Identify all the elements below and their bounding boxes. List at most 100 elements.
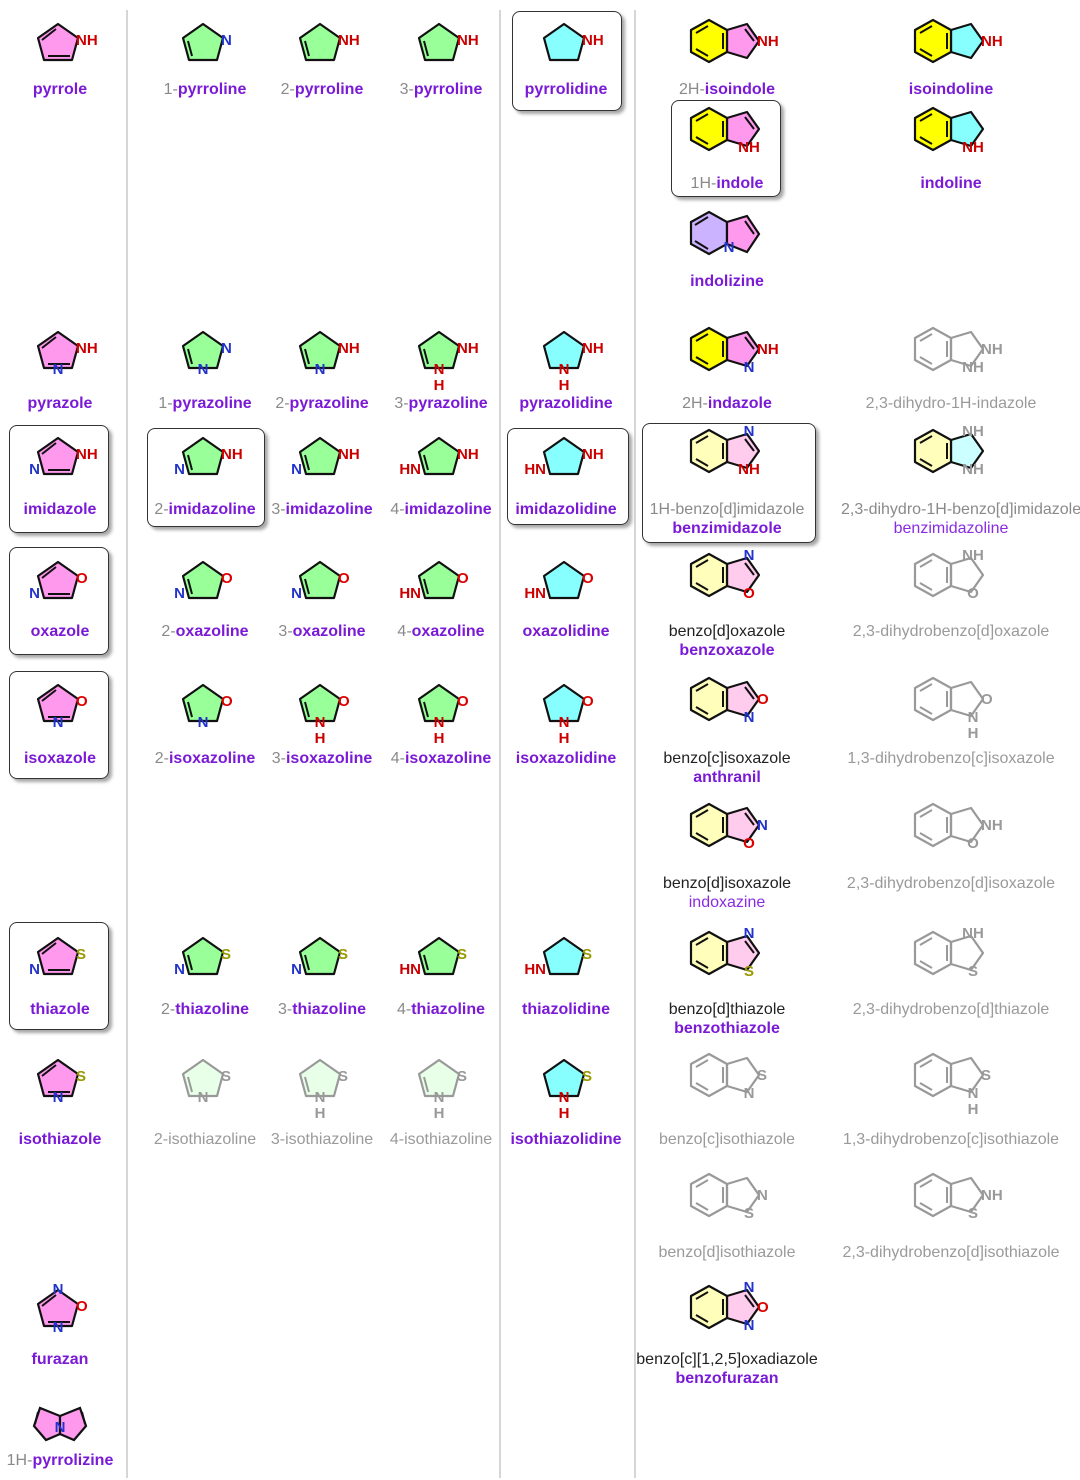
structure-3-oxazoline: ON [291,560,350,602]
name-core: pyrroline [413,81,483,98]
structure-3-isothiazoline: SNH [298,1058,348,1122]
label-thiazolidine: thiazolidine [456,1000,676,1019]
name-core: 2,3-dihydrobenzo[d]oxazole [852,623,1050,640]
common-name: benzimidazole [672,520,782,537]
label-pyrazole: pyrazole [0,394,170,413]
structure-2-isothiazoline: SN [181,1058,231,1106]
name-core: imidazole [23,501,97,518]
label-dihydrobenzoxazole: 2,3-dihydrobenzo[d]oxazole [841,622,1061,641]
label-oxazolidine: oxazolidine [456,622,676,641]
svg-text:N: N [221,340,232,357]
name-core: pyrazoline [408,395,488,412]
name-core: isoxazoline [168,750,256,767]
structure-benzothiazole: NS [689,925,761,980]
name-prefix: 1- [158,395,173,412]
svg-text:S: S [582,946,592,963]
label-3-imidazoline: 3-imidazoline [212,500,432,519]
systematic-name: benzo[d]thiazole [668,1001,786,1018]
structure-1-pyrazoline: NN [181,330,232,378]
svg-text:NH: NH [962,461,984,478]
label-3-pyrazoline: 3-pyrazoline [331,394,551,413]
svg-text:N: N [315,1089,326,1106]
svg-text:N: N [174,461,185,478]
structure-indoxazine: NO [689,802,768,852]
svg-text:NH: NH [738,139,760,156]
svg-text:NH: NH [962,359,984,376]
label-indoline: indoline [841,174,1061,193]
label-1h-indole: 1H-indole [617,174,837,193]
structure-3-isoxazoline: ONH [298,683,350,747]
svg-text:N: N [968,709,979,726]
name-core: oxazolidine [522,623,610,640]
label-2-isoxazoline: 2-isoxazoline [95,749,315,768]
highlight-box [9,547,109,655]
name-core: 1,3-dihydrobenzo[c]isoxazole [847,750,1055,767]
name-core: isoindoline [908,81,994,98]
name-core: indoline [920,175,982,192]
svg-text:N: N [198,361,209,378]
label-benzofurazan: benzo[c][1,2,5]oxadiazole [617,1350,837,1369]
svg-text:NH: NH [757,341,779,358]
molecule-thiazolidine: S HN thiazolidine [496,0,636,1018]
svg-text:S: S [981,1067,991,1084]
name-core: isoxazoline [404,750,492,767]
name-prefix: 2- [280,81,295,98]
structure-3-pyrroline: NH [417,22,479,62]
svg-text:N: N [221,32,232,49]
label-pyrrole: pyrrole [0,80,170,99]
label-indolizine: indolizine [617,272,837,291]
structure-isothiazolidine: SNH [542,1058,592,1122]
svg-text:S: S [757,1067,767,1084]
name-prefix: 2- [154,501,169,518]
name-core: thiazolidine [522,1001,610,1018]
svg-text:H: H [434,1105,445,1122]
label-2-isothiazoline: 2-isothiazoline [95,1130,315,1149]
label-isoxazolidine: isoxazolidine [456,749,676,768]
structure-4-isoxazoline: ONH [417,683,469,747]
name-core: pyrazole [27,395,93,412]
name-prefix: 4- [397,623,412,640]
structure-indoline: NH [913,106,985,156]
svg-text:HN: HN [524,461,546,478]
label-pyrrolidine: pyrrolidine [456,80,676,99]
structure-benzimidazole: NNH [689,423,761,478]
svg-text:N: N [53,1281,64,1298]
highlight-box [147,428,265,527]
name-prefix: 3- [271,750,286,767]
svg-text:O: O [457,693,469,710]
svg-text:S: S [582,1068,592,1085]
svg-text:O: O [967,835,979,852]
label-benzimidazoline: 2,3-dihydro-1H-benzo[d]imidazole [841,500,1080,519]
systematic-name: benzo[c]isoxazole [663,750,791,767]
svg-text:NH: NH [981,1187,1003,1204]
name-core: 4-isothiazoline [389,1131,493,1148]
label-dihydrobenzothiazole: 2,3-dihydrobenzo[d]thiazole [841,1000,1061,1019]
systematic-name: 1H-benzo[d]imidazole [649,501,805,518]
common-name: benzimidazoline [893,520,1009,537]
systematic-name: benzo[c][1,2,5]oxadiazole [636,1351,818,1368]
structure-benzoxazole: NO [689,547,761,602]
svg-text:N: N [559,361,570,378]
svg-text:N: N [315,714,326,731]
highlight-box [9,425,109,533]
svg-text:N: N [198,714,209,731]
svg-text:N: N [724,239,735,256]
name-core: imidazoline [404,501,492,518]
structure-3-imidazoline: NHN [291,436,360,478]
label-2-oxazoline: 2-oxazoline [95,622,315,641]
